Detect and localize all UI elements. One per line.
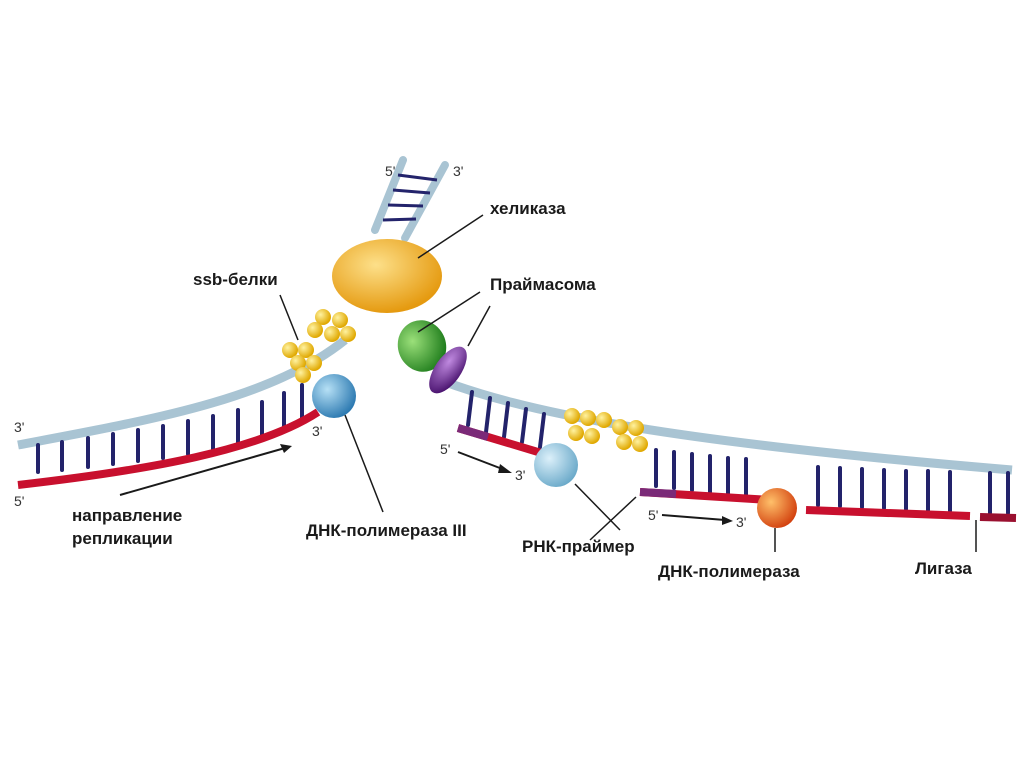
helicase-shape xyxy=(332,239,442,313)
synthesis-arrow-frag2 xyxy=(661,514,733,525)
lagging-strand: 5' 3' 5' 3' xyxy=(438,375,1017,530)
strand-end-3-frag1: 3' xyxy=(515,467,525,483)
label-direction-line2: репликации xyxy=(72,529,173,548)
strand-end-5-frag1: 5' xyxy=(440,441,450,457)
label-dna-polymerase: ДНК-полимераза xyxy=(658,562,800,581)
ssb-proteins-right xyxy=(564,408,648,452)
label-ssb-proteins: ssb-белки xyxy=(193,270,278,289)
synthesis-arrow-frag1 xyxy=(457,451,512,473)
strand-end-5-left: 5' xyxy=(14,493,24,509)
leader-lines xyxy=(279,214,977,552)
strand-end-5-frag2: 5' xyxy=(648,507,658,523)
label-helicase: хеликаза xyxy=(490,199,566,218)
strand-end-5-top: 5' xyxy=(385,163,395,179)
label-rna-primer: РНК-праймер xyxy=(522,537,635,556)
strand-end-3-top: 3' xyxy=(453,163,463,179)
label-direction-line1: направление xyxy=(72,506,182,525)
dna-polymerase-shape xyxy=(757,488,797,528)
primasome-shape xyxy=(397,320,467,394)
dna-polymerase-iii-shape xyxy=(312,374,356,418)
label-ligase: Лигаза xyxy=(915,559,972,578)
strand-end-3-left: 3' xyxy=(14,419,24,435)
parental-duplex: 5' 3' xyxy=(371,156,463,242)
strand-end-3-frag2: 3' xyxy=(736,514,746,530)
label-dna-polymerase-iii: ДНК-полимераза III xyxy=(306,521,467,540)
direction-arrow xyxy=(119,444,292,496)
ssb-proteins-left xyxy=(282,309,356,383)
strand-end-3-leading: 3' xyxy=(312,423,322,439)
label-primasome: Праймасома xyxy=(490,275,596,294)
dna-polymerase-lagging-shape xyxy=(534,443,578,487)
